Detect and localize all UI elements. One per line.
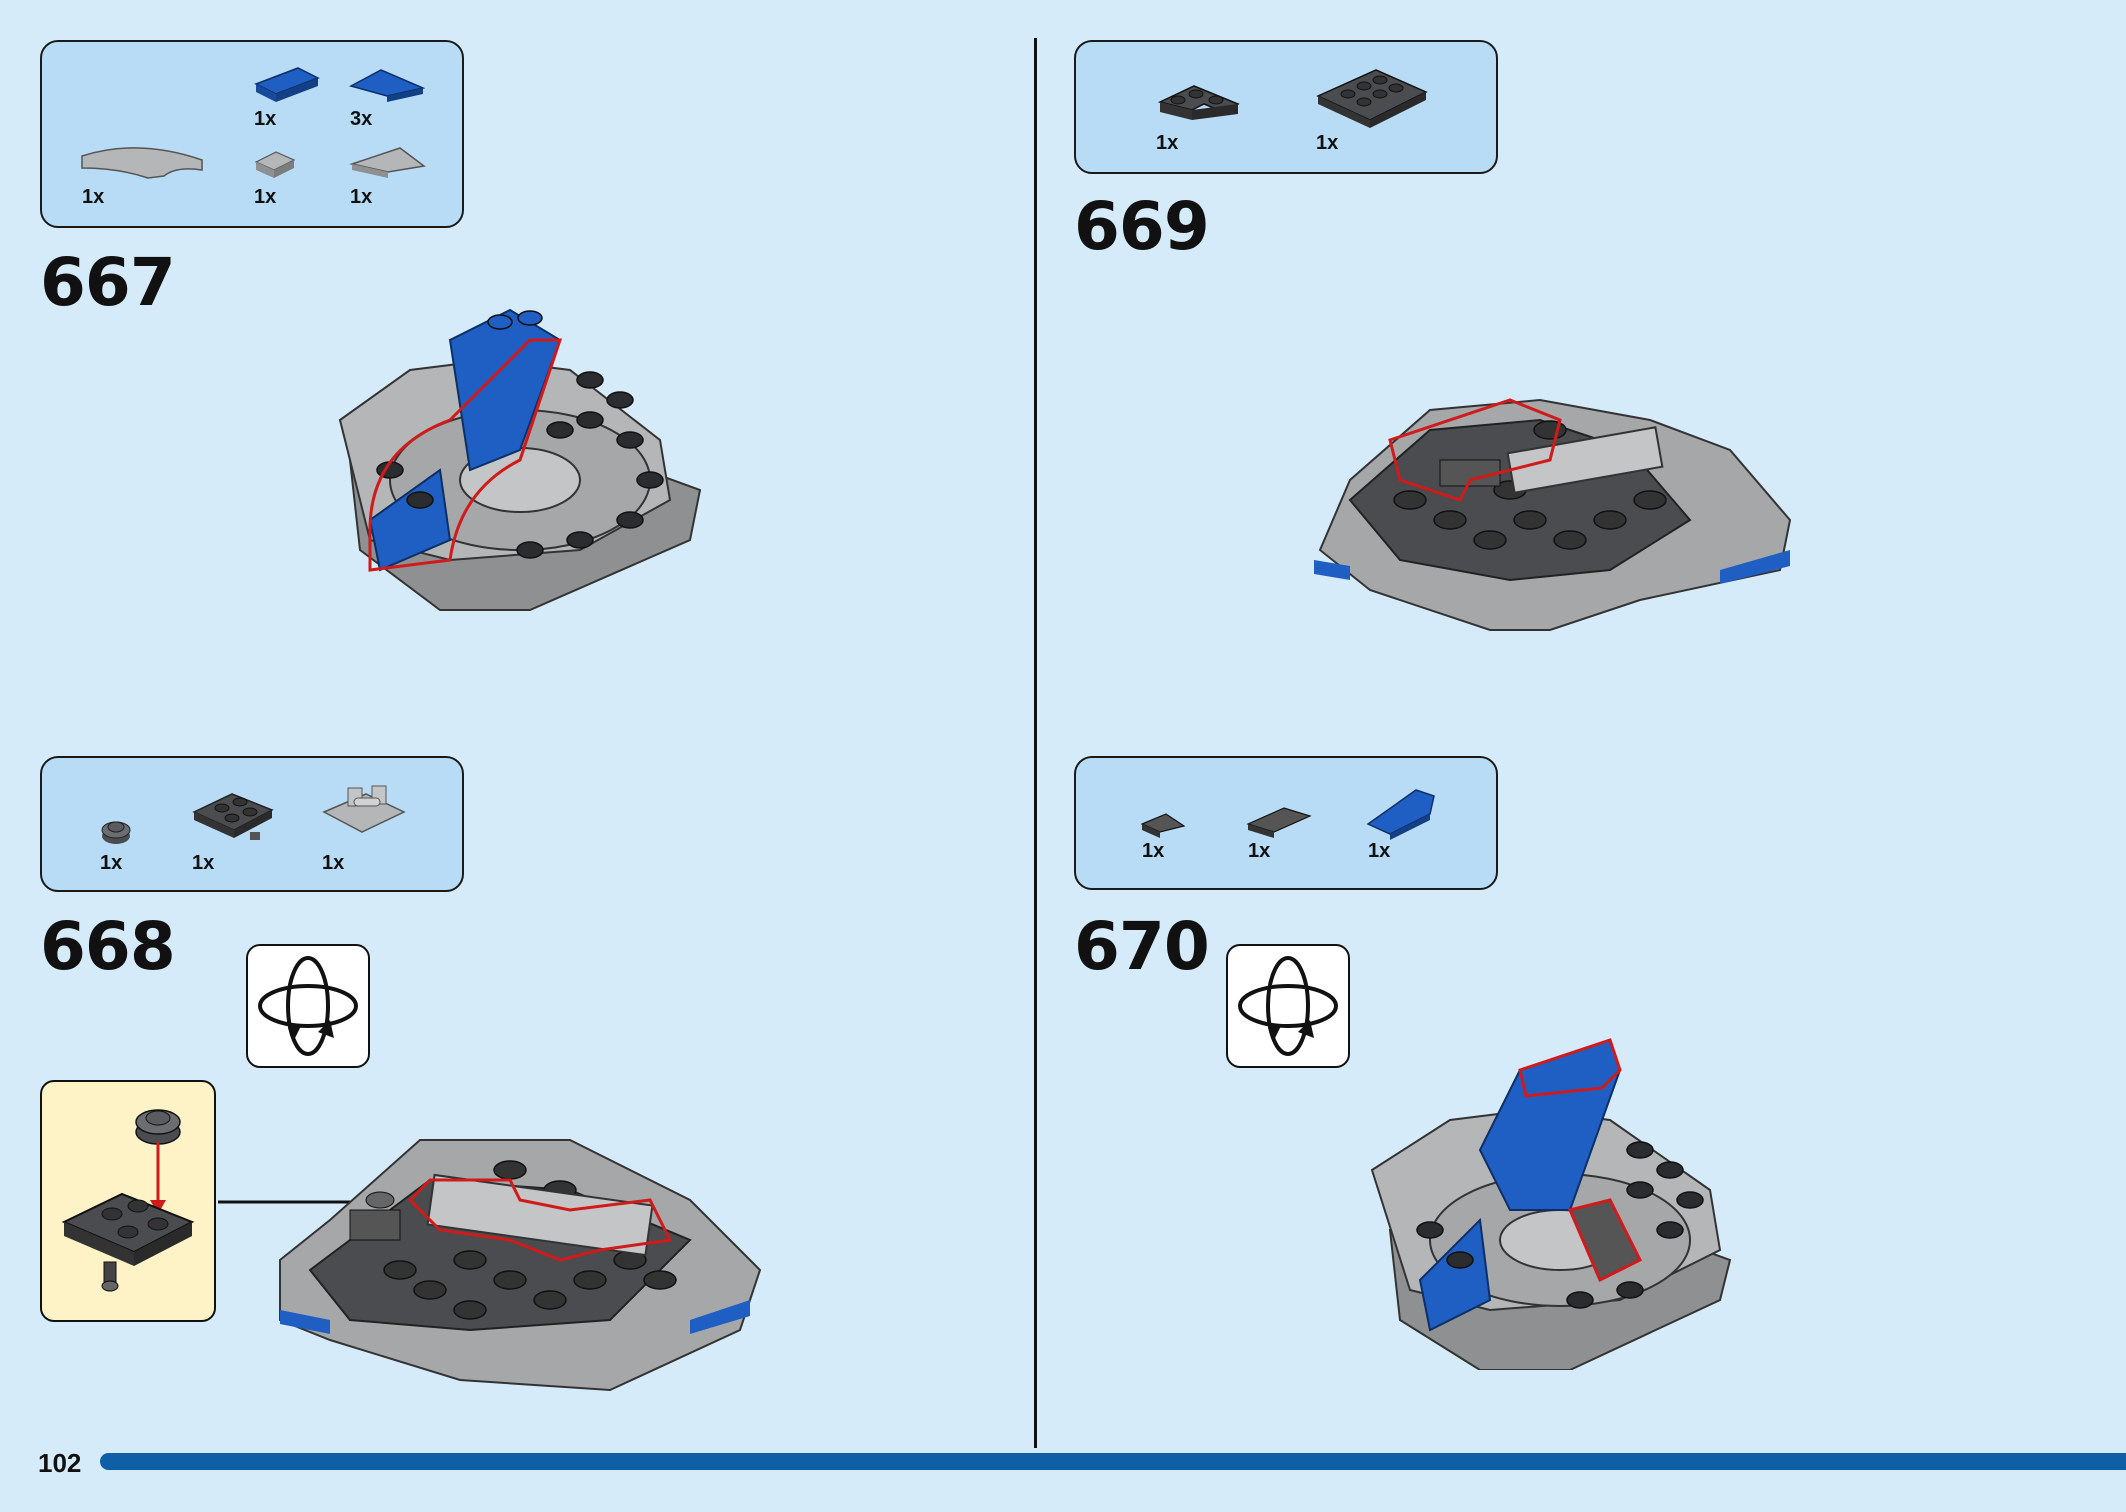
page-number: 102: [38, 1448, 82, 1478]
model-step-667: [338, 308, 702, 611]
parts-list-670: 1x 1x 1x: [1074, 756, 1498, 890]
grey-tile-part: [254, 151, 296, 178]
page-divider: [1034, 38, 1037, 1448]
parts-list-669: 1x 1x: [1074, 40, 1498, 174]
qty-label: 1x: [254, 186, 277, 208]
blue-wedge-part: [348, 69, 426, 102]
qty-label: 1x: [1368, 840, 1391, 862]
qty-label: 1x: [100, 852, 123, 874]
qty-label: 1x: [322, 852, 345, 874]
step-number-667: 667: [40, 244, 176, 321]
step-number-669: 669: [1074, 188, 1210, 265]
dark-slope-tile-part: [1246, 807, 1312, 838]
parts-list-668: 1x 1x 1x: [40, 756, 464, 892]
step-number-668: 668: [40, 908, 176, 985]
model-step-670: [1370, 1038, 1732, 1370]
qty-label: 1x: [192, 852, 215, 874]
progress-bar: [100, 1453, 2126, 1470]
model-step-669: [1314, 398, 1792, 631]
blue-slope-part: [1366, 789, 1435, 840]
dark-small-wedge-part: [1140, 813, 1186, 838]
round-plate-part: [101, 821, 131, 844]
rotate-model-icon: [1226, 944, 1350, 1068]
qty-label: 1x: [254, 108, 277, 130]
qty-label: 3x: [350, 108, 373, 130]
grey-clip-plate-part: [322, 785, 406, 833]
grey-curved-plate-part: [81, 147, 203, 179]
rotate-model-icon: [246, 944, 370, 1068]
qty-label: 1x: [1156, 132, 1179, 154]
qty-label: 1x: [82, 186, 105, 208]
dark-2x4-plate-part: [1316, 69, 1428, 128]
qty-label: 1x: [350, 186, 373, 208]
sub-assembly-callout: [40, 1080, 216, 1322]
qty-label: 1x: [1248, 840, 1271, 862]
qty-label: 1x: [1316, 132, 1339, 154]
parts-list-667: 1x 3x 1x 1x 1x: [40, 40, 464, 228]
blue-tile-part: [254, 67, 320, 102]
model-step-668: [279, 1139, 762, 1392]
dark-l-plate-part: [1157, 85, 1240, 120]
step-number-670: 670: [1074, 908, 1210, 985]
dark-plate-with-pin-part: [192, 793, 274, 840]
grey-wedge-part: [349, 147, 426, 178]
qty-label: 1x: [1142, 840, 1165, 862]
